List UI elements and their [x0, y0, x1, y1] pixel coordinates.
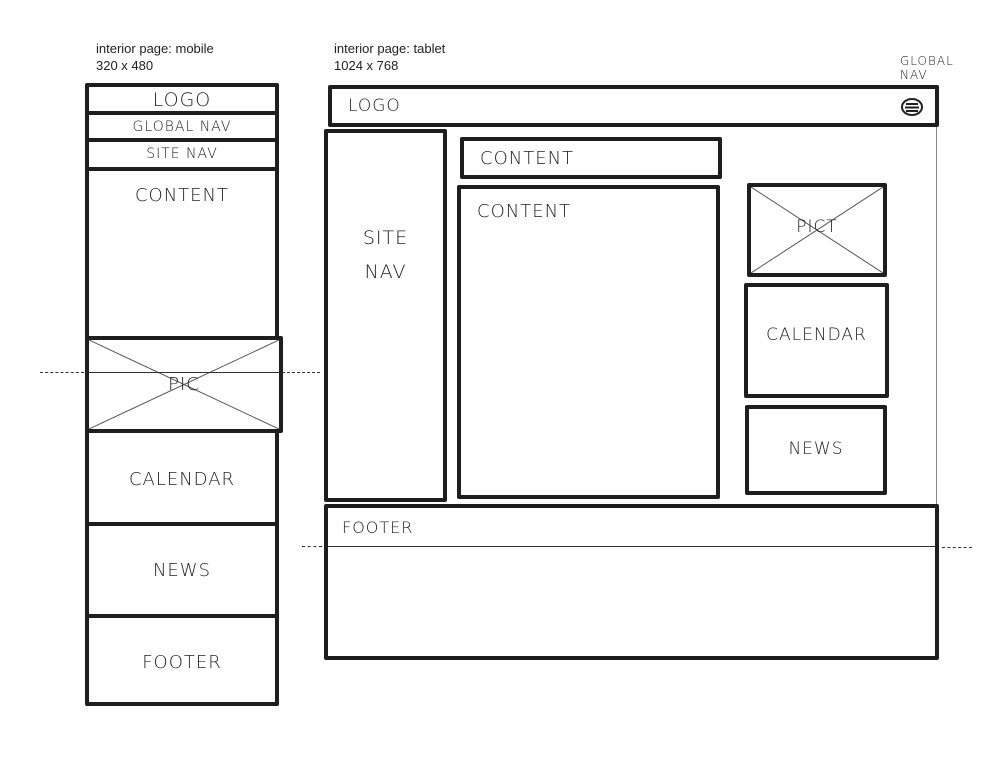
mobile-caption: interior page: mobile 320 x 480 — [96, 40, 214, 74]
hamburger-menu-icon — [901, 98, 923, 116]
mobile-logo-label: LOGO — [152, 89, 212, 111]
tablet-footer-box: FOOTER — [324, 504, 939, 660]
fold-dash-right — [282, 372, 320, 373]
tablet-content-label: CONTENT — [477, 201, 572, 222]
tablet-fold-line — [328, 546, 935, 547]
tablet-header-box: LOGO — [328, 85, 939, 127]
mobile-pic-box: PIC — [85, 336, 283, 433]
mobile-global-nav-label: GLOBAL NAV — [132, 119, 232, 135]
mobile-calendar-label: CALENDAR — [128, 469, 236, 490]
mobile-content-label: CONTENT — [134, 185, 230, 206]
mobile-caption-size: 320 x 480 — [96, 58, 154, 73]
tablet-pict-box: PICT — [747, 183, 887, 277]
tablet-news-label: NEWS — [788, 439, 844, 459]
mobile-pic-label: PIC — [168, 374, 200, 395]
tablet-content-box: CONTENT — [457, 185, 720, 499]
tablet-site-nav-label-1: SITE — [362, 227, 409, 249]
tablet-news-box: NEWS — [745, 405, 887, 495]
mobile-footer-label: FOOTER — [142, 652, 222, 673]
tablet-caption-title: interior page: tablet — [334, 41, 446, 56]
tablet-calendar-box: CALENDAR — [744, 283, 889, 398]
mobile-news-label: NEWS — [152, 560, 212, 581]
tablet-fold-dash-left — [302, 546, 322, 547]
tablet-footer-label: FOOTER — [342, 518, 414, 537]
mobile-footer-box: FOOTER — [85, 614, 279, 706]
tablet-pict-label: PICT — [796, 217, 838, 237]
mobile-content-box: CONTENT — [85, 167, 279, 340]
image-placeholder-icon — [751, 187, 883, 273]
tablet-content-header-box: CONTENT — [460, 137, 722, 179]
tablet-site-nav-box: SITE NAV — [324, 129, 447, 502]
tablet-content-header-label: CONTENT — [480, 148, 575, 169]
tablet-site-nav-label-2: NAV — [364, 261, 407, 283]
tablet-caption: interior page: tablet 1024 x 768 — [334, 40, 445, 74]
fold-line — [89, 372, 279, 373]
mobile-caption-title: interior page: mobile — [96, 41, 214, 56]
tablet-calendar-label: CALENDAR — [766, 325, 867, 345]
tablet-right-edge — [936, 127, 937, 505]
image-placeholder-icon — [89, 340, 279, 429]
tablet-logo-label: LOGO — [348, 96, 401, 116]
global-nav-note: GLOBAL NAV — [900, 54, 954, 82]
fold-dash-left — [40, 372, 84, 373]
tablet-caption-size: 1024 x 768 — [334, 58, 399, 73]
mobile-news-box: NEWS — [85, 522, 279, 618]
tablet-fold-dash-right — [942, 547, 972, 548]
mobile-calendar-box: CALENDAR — [85, 429, 279, 526]
mobile-site-nav-label: SITE NAV — [146, 146, 218, 162]
